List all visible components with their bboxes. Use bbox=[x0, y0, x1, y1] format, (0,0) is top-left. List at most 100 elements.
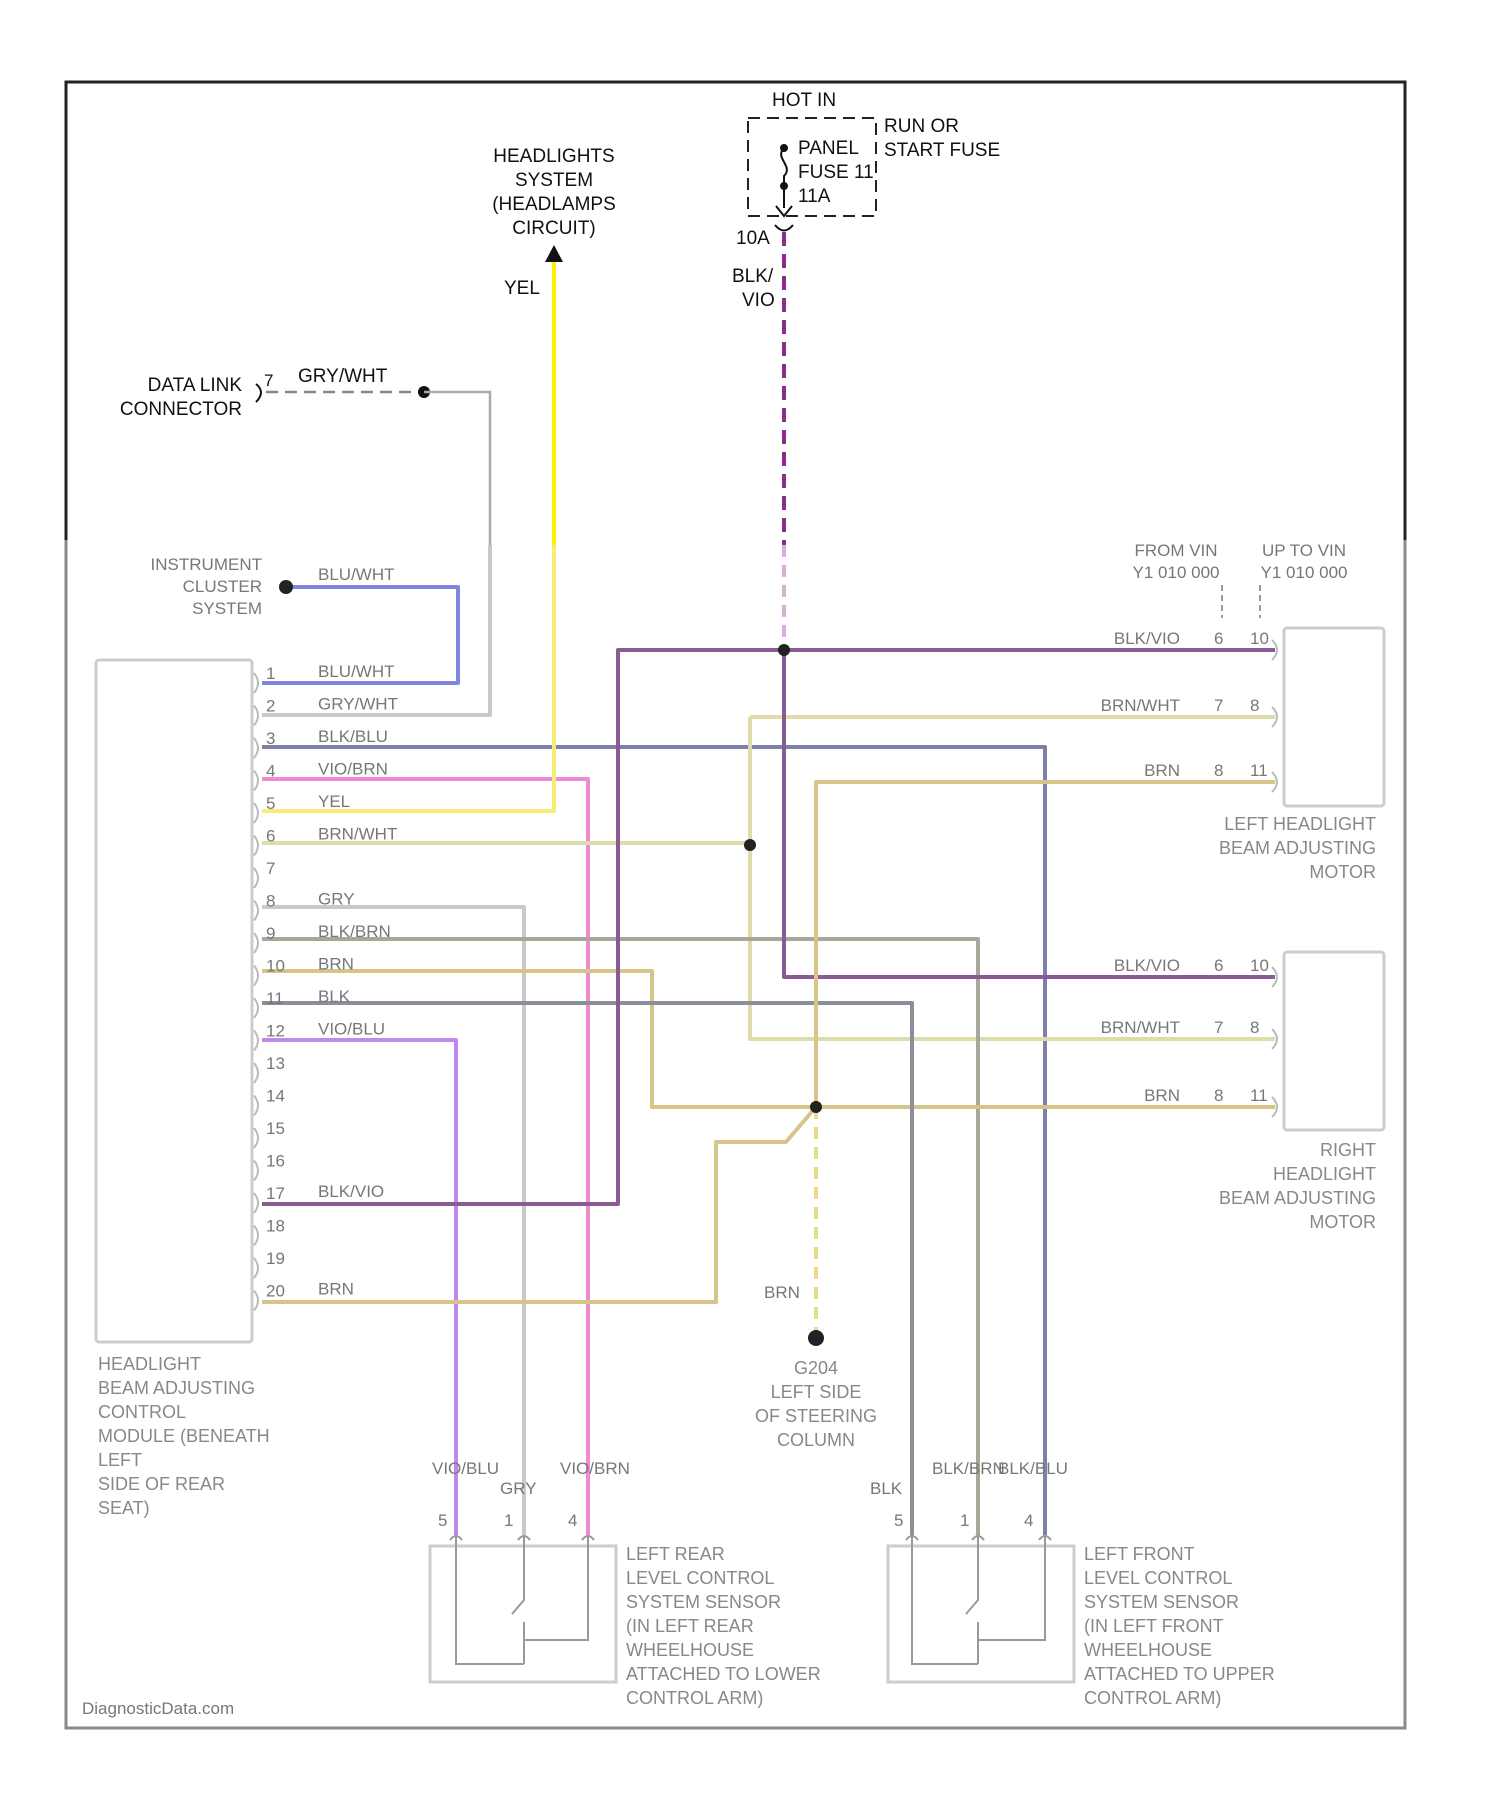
module-pin-terminal bbox=[254, 803, 258, 823]
wire-vio-blu bbox=[262, 1040, 456, 1535]
motor-wire-label: BRN/WHT bbox=[1101, 1018, 1180, 1037]
rear-pin-1: 1 bbox=[504, 1511, 513, 1530]
sensor-label-line: LEVEL CONTROL bbox=[626, 1568, 774, 1588]
ground-label-line4: COLUMN bbox=[777, 1430, 855, 1450]
instrument-line2: CLUSTER bbox=[183, 577, 262, 596]
rear-wire-vio-brn: VIO/BRN bbox=[560, 1459, 630, 1478]
sensor-label-line: WHEELHOUSE bbox=[626, 1640, 754, 1660]
module-pin-wire: BRN bbox=[318, 955, 354, 974]
module-pin-wire: VIO/BLU bbox=[318, 1020, 385, 1039]
module-pin-terminal bbox=[254, 738, 258, 758]
module-pin-number: 3 bbox=[266, 729, 275, 748]
module-pin-number: 9 bbox=[266, 924, 275, 943]
sensor-label-line: ATTACHED TO LOWER bbox=[626, 1664, 821, 1684]
sensor-terminals bbox=[450, 1536, 1051, 1540]
wire-yel bbox=[262, 545, 554, 811]
rear-pin-5: 5 bbox=[438, 1511, 447, 1530]
motor-pin-a: 8 bbox=[1214, 1086, 1223, 1105]
control-module-box bbox=[96, 660, 252, 1342]
ground-label-line2: LEFT SIDE bbox=[771, 1382, 862, 1402]
module-pin-terminal bbox=[254, 673, 258, 693]
module-pin-number: 19 bbox=[266, 1249, 285, 1268]
motor-pin-a: 8 bbox=[1214, 761, 1223, 780]
vin-up-line2: Y1 010 000 bbox=[1261, 563, 1348, 582]
module-pin-terminal bbox=[254, 706, 258, 726]
rear-wire-vio-blu: VIO/BLU bbox=[432, 1459, 499, 1478]
front-sensor-box bbox=[888, 1546, 1074, 1682]
module-pin-number: 5 bbox=[266, 794, 275, 813]
module-pin-terminal bbox=[254, 966, 258, 986]
arrow-up-icon bbox=[545, 245, 563, 262]
right-motor-box bbox=[1284, 952, 1384, 1130]
motor-wire-label: BLK/VIO bbox=[1114, 629, 1180, 648]
instrument-line3: SYSTEM bbox=[192, 599, 262, 618]
fuse-icon bbox=[781, 148, 787, 186]
blk-vio-label-line1: BLK/ bbox=[732, 266, 774, 287]
motor-pin-b: 8 bbox=[1250, 696, 1259, 715]
module-pin-number: 6 bbox=[266, 827, 275, 846]
sensor-label-line: (IN LEFT REAR bbox=[626, 1616, 754, 1636]
right-headlight-motor: BLK/VIO610BRN/WHT78BRN811 RIGHT HEADLIGH… bbox=[1101, 952, 1384, 1232]
module-pin-number: 16 bbox=[266, 1152, 285, 1171]
motor-pin-a: 7 bbox=[1214, 696, 1223, 715]
motor-pin-b: 10 bbox=[1250, 629, 1269, 648]
module-pin-number: 20 bbox=[266, 1282, 285, 1301]
module-pin-terminal bbox=[254, 836, 258, 856]
watermark: DiagnosticData.com bbox=[82, 1699, 234, 1718]
motor-pin-b: 8 bbox=[1250, 1018, 1259, 1037]
module-pin-number: 2 bbox=[266, 697, 275, 716]
sensor-label-line: ATTACHED TO UPPER bbox=[1084, 1664, 1275, 1684]
module-pin-wire: BLK/BLU bbox=[318, 727, 388, 746]
module-pin-number: 4 bbox=[266, 762, 275, 781]
yel-wire-label: YEL bbox=[504, 278, 540, 299]
gry-wht-label: GRY/WHT bbox=[298, 366, 388, 387]
left-motor-label-line1: LEFT HEADLIGHT bbox=[1224, 814, 1376, 834]
right-motor-label-line1: RIGHT bbox=[1320, 1140, 1376, 1160]
instrument-line1: INSTRUMENT bbox=[151, 555, 262, 574]
module-label-line: BEAM ADJUSTING bbox=[98, 1378, 255, 1398]
splice-brn-wht bbox=[744, 839, 756, 851]
vin-from-line2: Y1 010 000 bbox=[1133, 563, 1220, 582]
module-pin-wire: BLK/VIO bbox=[318, 1182, 384, 1201]
motor-wire-label: BRN bbox=[1144, 1086, 1180, 1105]
motor-wire-label: BRN bbox=[1144, 761, 1180, 780]
module-pin-number: 10 bbox=[266, 957, 285, 976]
motor-wire-label: BRN/WHT bbox=[1101, 696, 1180, 715]
front-pin-1: 1 bbox=[960, 1511, 969, 1530]
vin-from-line1: FROM VIN bbox=[1134, 541, 1217, 560]
fuse-rating: 11A bbox=[798, 186, 831, 207]
front-pin-5: 5 bbox=[894, 1511, 903, 1530]
sensor-label-line: CONTROL ARM) bbox=[1084, 1688, 1221, 1708]
wire-vio-brn bbox=[262, 779, 588, 1535]
module-pin-terminal bbox=[254, 1291, 258, 1311]
module-pin-terminal bbox=[254, 1226, 258, 1246]
left-headlight-motor: FROM VIN Y1 010 000 UP TO VIN Y1 010 000… bbox=[1101, 541, 1384, 882]
left-rear-sensor: VIO/BLU GRY VIO/BRN 5 1 4 LEFT REARLEVEL… bbox=[430, 1459, 821, 1708]
wire-blk-vio-right bbox=[784, 650, 1275, 977]
front-wire-blk: BLK bbox=[870, 1479, 903, 1498]
module-label-line: SEAT) bbox=[98, 1498, 150, 1518]
sensor-label-line: WHEELHOUSE bbox=[1084, 1640, 1212, 1660]
ground-point bbox=[808, 1330, 824, 1346]
blk-vio-label-line2: VIO bbox=[742, 290, 775, 311]
sensor-label-line: LEFT REAR bbox=[626, 1544, 725, 1564]
connector-10a-symbol bbox=[775, 225, 793, 231]
motor-pin-a: 6 bbox=[1214, 956, 1223, 975]
module-pin-terminal bbox=[254, 1063, 258, 1083]
module-pin-terminal bbox=[254, 998, 258, 1018]
left-motor-label-line2: BEAM ADJUSTING bbox=[1219, 838, 1376, 858]
data-link-line1: DATA LINK bbox=[148, 375, 243, 396]
module-pin-terminal bbox=[254, 1128, 258, 1148]
fuse-name-line1: PANEL bbox=[798, 138, 859, 159]
module-pin-terminal bbox=[254, 1193, 258, 1213]
fuse-note-line1: RUN OR bbox=[884, 116, 959, 137]
front-pin-4: 4 bbox=[1024, 1511, 1033, 1530]
module-label-line: HEADLIGHT bbox=[98, 1354, 201, 1374]
module-pin-terminal bbox=[254, 1258, 258, 1278]
wire-blk-vio bbox=[262, 650, 1275, 1204]
control-module: 1BLU/WHT2GRY/WHT3BLK/BLU4VIO/BRN5YEL6BRN… bbox=[96, 660, 398, 1518]
module-pin-number: 13 bbox=[266, 1054, 285, 1073]
ground-label-line3: OF STEERING bbox=[755, 1406, 877, 1426]
